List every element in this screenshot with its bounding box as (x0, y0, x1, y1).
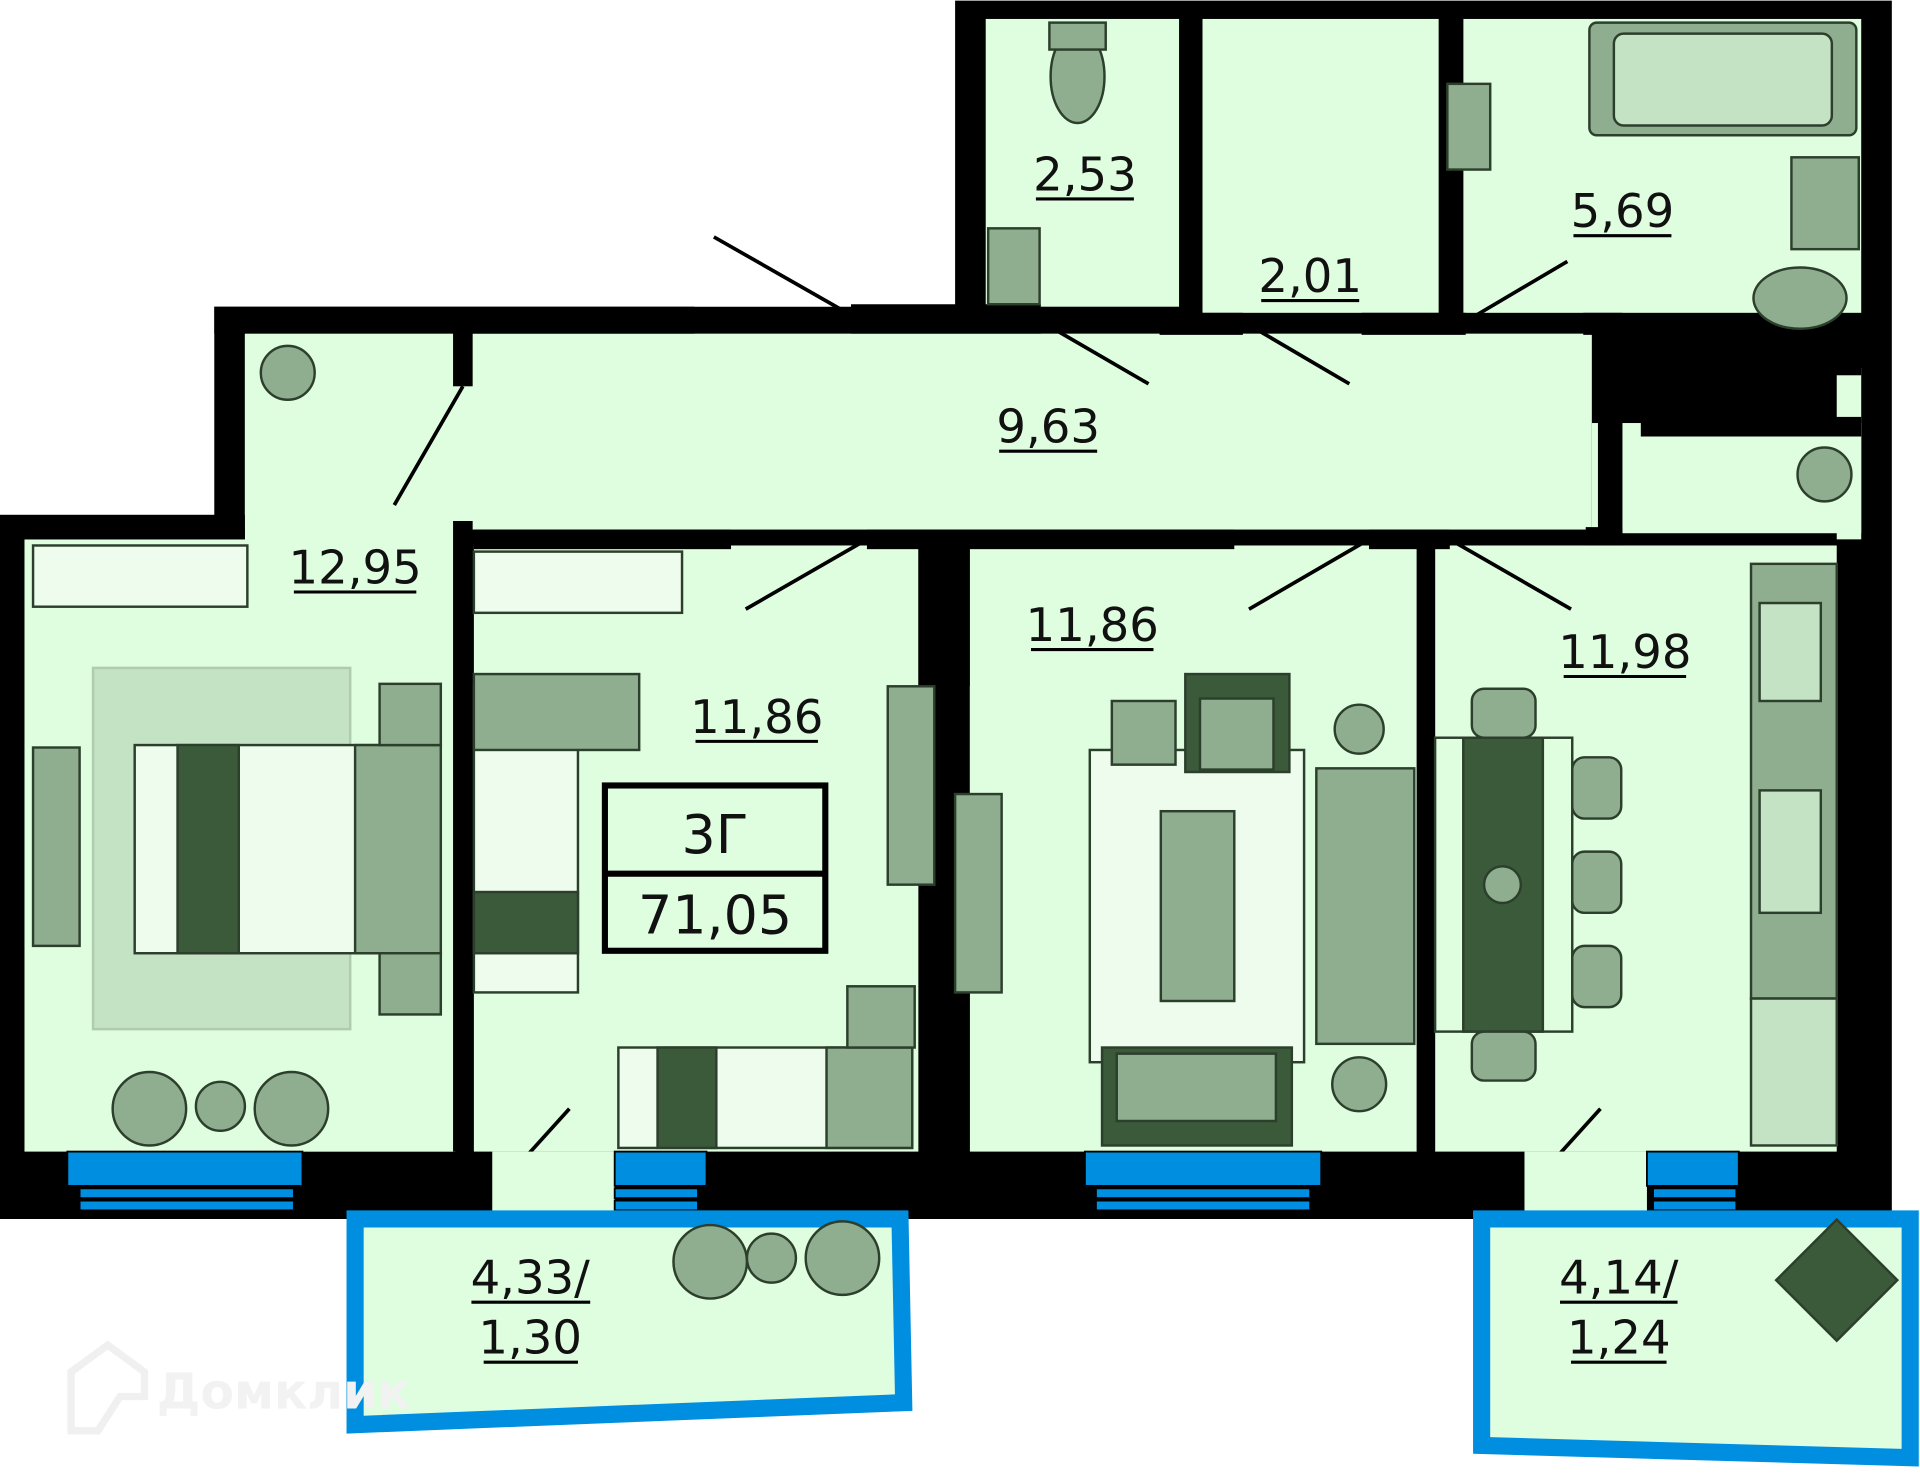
area-wc: 2,53 (1033, 147, 1137, 201)
area-balcony-right-2: 1,24 (1567, 1311, 1671, 1365)
area-hallway: 9,63 (996, 400, 1100, 454)
bed-left (133, 743, 381, 955)
watermark-text: Домклик (157, 1364, 411, 1421)
watermark: Домклик (67, 1340, 411, 1435)
area-kitchen: 11,98 (1558, 625, 1691, 679)
area-labels: 2,53 2,01 5,69 9,63 12,95 11,86 11,86 11… (289, 147, 1692, 1364)
domclick-logo-icon (67, 1340, 149, 1435)
coffee-table (1159, 809, 1236, 1003)
area-bedroom-middle: 11,86 (690, 690, 823, 744)
balcony-doors[interactable] (492, 1151, 1647, 1216)
area-living: 11,86 (1026, 598, 1159, 652)
apartment-total-area: 71,05 (638, 884, 792, 947)
area-bathroom: 5,69 (1571, 184, 1675, 238)
area-balcony-left-2: 1,30 (478, 1311, 582, 1365)
area-balcony-right-1: 4,14/ (1559, 1251, 1679, 1305)
furniture (31, 21, 1900, 1343)
area-wardrobe: 2,01 (1258, 249, 1362, 303)
apartment-info-box: 3Г 71,05 (601, 782, 829, 954)
room-wardrobe[interactable] (1202, 18, 1439, 313)
apartment-type: 3Г (682, 803, 749, 866)
interior-walls (0, 18, 1862, 1152)
sofa-living (1315, 767, 1416, 1046)
area-balcony-left-1: 4,33/ (471, 1251, 591, 1305)
windows (66, 1150, 1740, 1212)
wardrobe-left (31, 746, 81, 948)
area-bedroom-left: 12,95 (289, 540, 422, 594)
